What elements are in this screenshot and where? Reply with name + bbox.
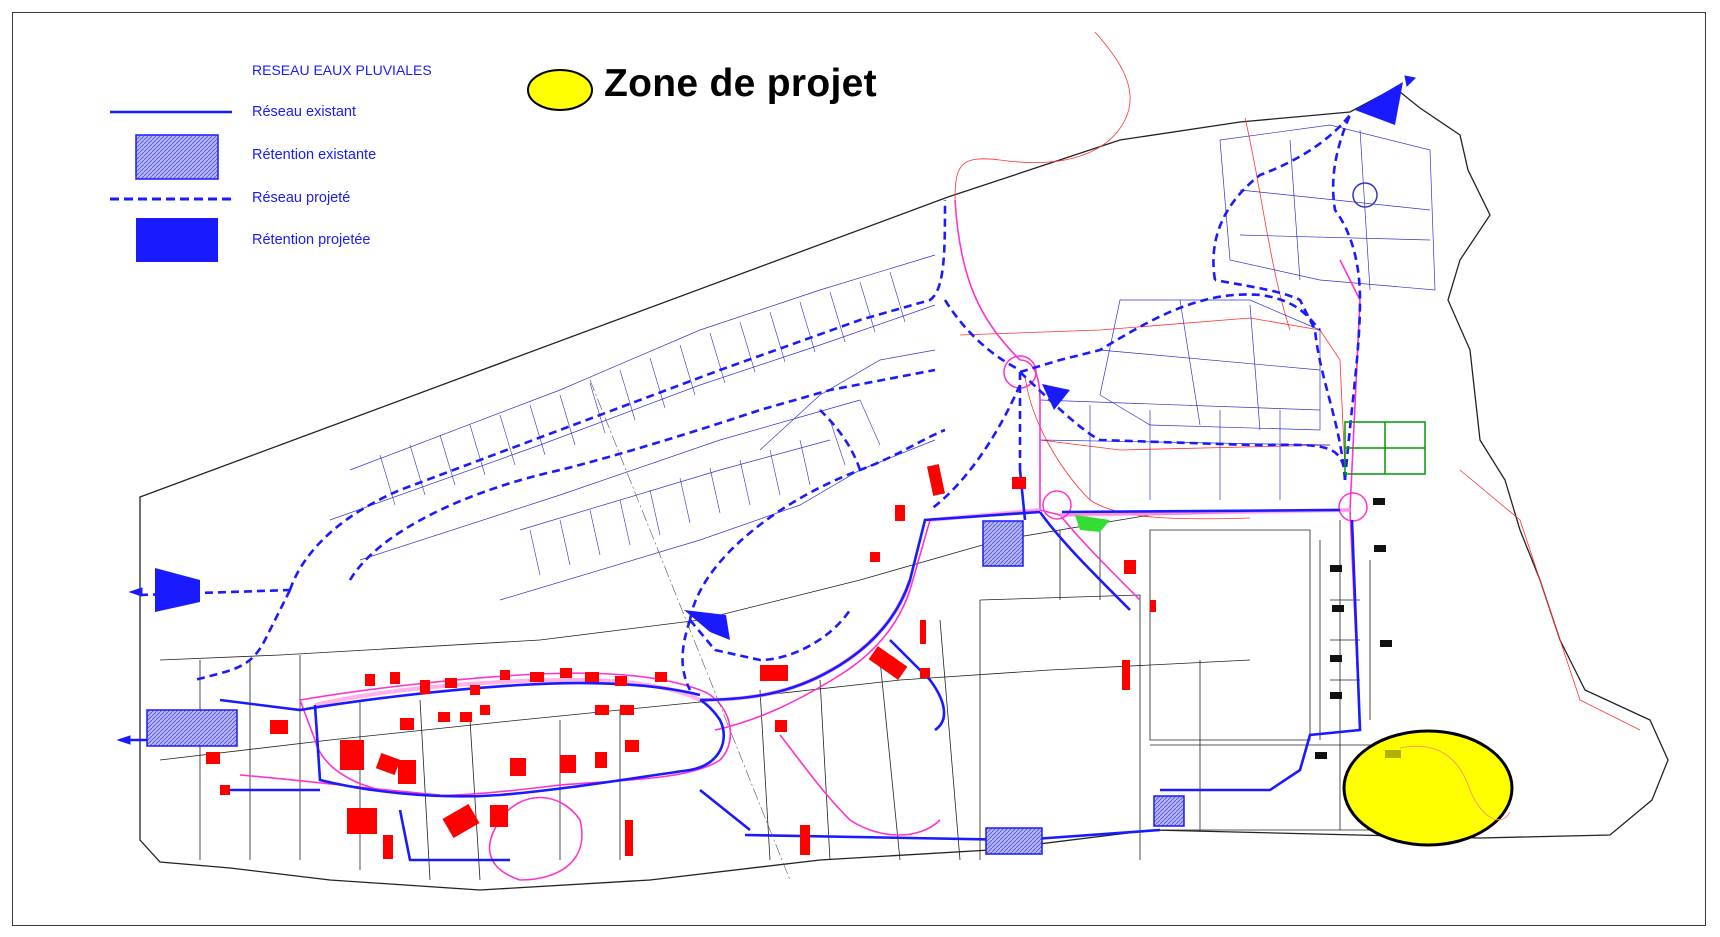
legend-projected-network-label: Réseau projeté	[252, 190, 351, 206]
green-patch	[1075, 515, 1110, 532]
legend-title: RESEAU EAUX PLUVIALES	[252, 62, 432, 78]
retention-projected-north	[1042, 384, 1070, 410]
legend	[110, 110, 232, 262]
retention-existing-southeast	[1153, 795, 1185, 827]
project-zone-ellipse	[1342, 729, 1514, 847]
retention-projected-northeast	[1355, 82, 1403, 125]
road-bands	[314, 508, 1351, 707]
retention-existing-south	[985, 827, 1043, 855]
legend-hatched-box-symbol	[135, 134, 219, 180]
legend-projected-retention-label: Rétention projetée	[252, 232, 371, 248]
legend-existing-network-label: Réseau existant	[252, 104, 356, 120]
existing-retention	[146, 520, 1185, 855]
buildings	[206, 464, 1156, 859]
parcels-northwest	[329, 254, 936, 601]
retention-existing-center	[982, 520, 1024, 567]
markers-east	[1315, 498, 1392, 759]
retention-projected-west	[155, 568, 200, 612]
zone-label: Zone de projet	[604, 62, 877, 105]
project-zone	[1342, 729, 1514, 847]
legend-existing-retention-label: Rétention existante	[252, 147, 377, 163]
roundabout-east	[1338, 492, 1368, 522]
map-frame	[12, 12, 1706, 926]
roundabout-center	[1042, 490, 1072, 520]
retention-existing-west	[146, 709, 238, 747]
road-edges	[954, 31, 1641, 731]
outlet-arrows	[116, 75, 1417, 745]
parcels-south	[159, 509, 1411, 881]
projected-retention	[155, 82, 1403, 640]
legend-solid-box-symbol	[136, 218, 218, 262]
parcels-northeast	[1039, 124, 1436, 500]
axis-line	[589, 379, 791, 881]
green-areas	[1344, 421, 1426, 475]
roundabout-northeast	[1352, 182, 1378, 208]
roundabouts	[1003, 182, 1378, 522]
zone-legend-ellipse	[527, 69, 593, 111]
retention-projected-center	[684, 610, 730, 640]
projected-network	[139, 114, 1362, 691]
